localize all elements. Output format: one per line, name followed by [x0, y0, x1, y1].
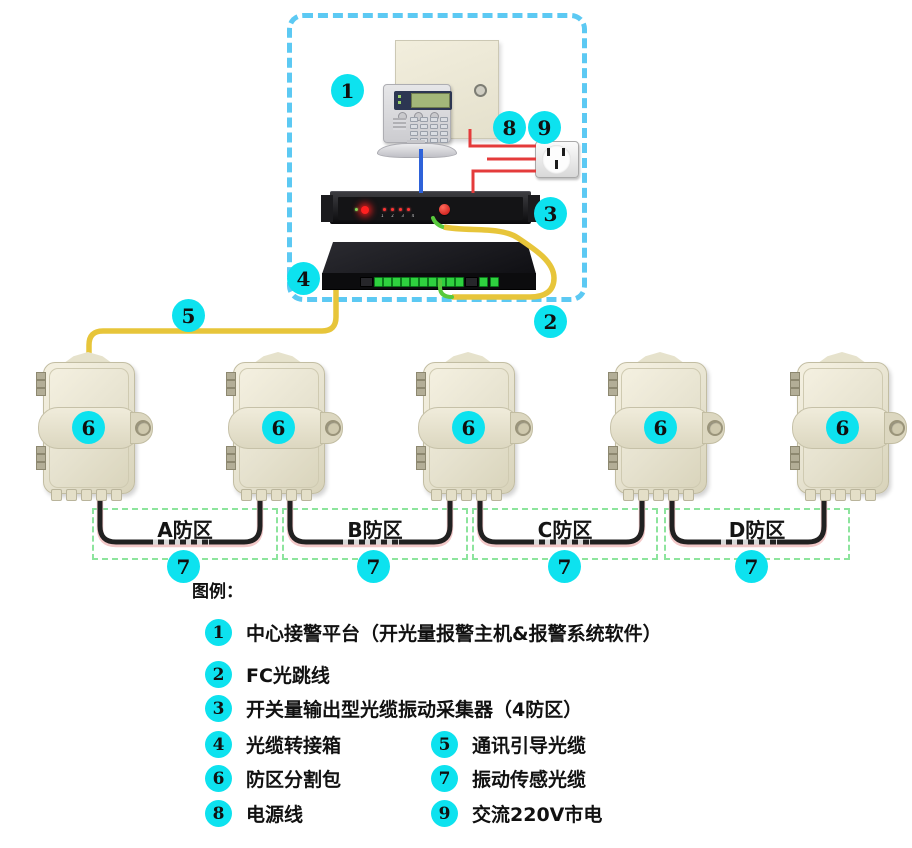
marker-2: 2: [534, 305, 567, 338]
marker-6: 6: [644, 411, 677, 444]
fc-adapter: [446, 277, 455, 287]
zone-led: [391, 208, 394, 211]
zone-led: [407, 208, 410, 211]
mount-screw-icon: [889, 420, 905, 436]
zone-c-label: C防区: [537, 518, 593, 542]
zone-d-label: D防区: [728, 518, 786, 542]
legend-marker-4: 4: [205, 731, 232, 758]
legend-marker-2: 2: [205, 661, 232, 688]
control-room-boundary: [287, 13, 587, 302]
marker-7: 7: [357, 550, 390, 583]
marker-8: 8: [493, 111, 526, 144]
fc-port-cap: [439, 204, 450, 215]
legend-item-3: 3 开关量输出型光缆振动采集器（4防区）: [205, 695, 582, 722]
fc-adapter: [479, 277, 488, 287]
fc-adapter: [383, 277, 392, 287]
fc-adapter: [419, 277, 428, 287]
legend-item-6: 6 防区分割包: [205, 765, 341, 792]
legend-item-7: 7 振动传感光缆: [431, 765, 586, 792]
marker-5: 5: [172, 299, 205, 332]
legend-marker-9: 9: [431, 800, 458, 827]
legend-item-4: 4 光缆转接箱: [205, 731, 341, 758]
fc-adapter: [410, 277, 419, 287]
fc-adapter: [490, 277, 499, 287]
marker-7: 7: [735, 550, 768, 583]
zone-a-label: A防区: [157, 518, 213, 542]
fc-adapter: [374, 277, 383, 287]
fiber-patch-box: [318, 242, 540, 292]
keypad-body: [383, 84, 452, 143]
vibration-collector-unit: 1 2 3 4: [321, 191, 540, 224]
marker-6: 6: [262, 411, 295, 444]
zone-splitter-box: 6: [779, 352, 907, 502]
outlet-slot: [562, 148, 565, 156]
legend-item-2: 2 FC光跳线: [205, 661, 330, 688]
marker-7: 7: [548, 550, 581, 583]
collector-front-panel: 1 2 3 4: [338, 197, 523, 220]
marker-4: 4: [287, 262, 320, 295]
outlet-face: [542, 145, 571, 174]
zone-splitter-box: 6: [597, 352, 725, 502]
zone-led: [383, 208, 386, 211]
legend-item-9: 9 交流220V市电: [431, 800, 602, 827]
keypad-stand-base: [377, 143, 457, 158]
adapter-module: [465, 277, 478, 287]
keypad-lcd-screen: [411, 93, 450, 108]
alarm-led: [361, 206, 369, 214]
fc-adapter: [428, 277, 437, 287]
legend-title: 图例：: [192, 582, 243, 602]
mount-screw-icon: [707, 420, 723, 436]
mount-screw-icon: [135, 420, 151, 436]
marker-3: 3: [534, 197, 567, 230]
zone-splitter-box: 6: [215, 352, 343, 502]
marker-6: 6: [72, 411, 105, 444]
fc-adapter: [437, 277, 446, 287]
zone-splitter-box: 6: [25, 352, 153, 502]
keypad-speaker-grille: [393, 118, 406, 130]
legend-marker-6: 6: [205, 765, 232, 792]
legend-item-5: 5 通讯引导光缆: [431, 731, 586, 758]
adapter-module: [360, 277, 373, 287]
zone-b-label: B防区: [347, 518, 403, 542]
patch-box-top-cover: [322, 242, 536, 274]
legend-marker-5: 5: [431, 731, 458, 758]
mount-screw-icon: [325, 420, 341, 436]
legend-item-1: 1 中心接警平台（开光量报警主机&报警系统软件）: [205, 619, 662, 646]
outlet-slot: [547, 148, 550, 156]
zone-led: [399, 208, 402, 211]
marker-6: 6: [826, 411, 859, 444]
power-led: [355, 208, 358, 211]
fc-adapter: [455, 277, 464, 287]
legend-marker-8: 8: [205, 800, 232, 827]
outlet-slot: [555, 160, 558, 169]
marker-9: 9: [528, 111, 561, 144]
zone-splitter-box: 6: [405, 352, 533, 502]
enclosure-lock-icon: [474, 84, 487, 97]
keypad-key-grid: [410, 117, 448, 143]
keypad-function-button: [414, 112, 423, 121]
marker-7: 7: [167, 550, 200, 583]
zone-led-labels: 1 2 3 4: [381, 214, 418, 219]
legend-item-8: 8 电源线: [205, 800, 303, 827]
alarm-keypad: [377, 82, 457, 158]
patch-box-front-panel: [322, 273, 536, 290]
legend-marker-7: 7: [431, 765, 458, 792]
mount-screw-icon: [515, 420, 531, 436]
legend-marker-1: 1: [205, 619, 232, 646]
keypad-lcd-strip: [394, 91, 452, 110]
fc-adapter: [401, 277, 410, 287]
fc-adapter: [392, 277, 401, 287]
marker-6: 6: [452, 411, 485, 444]
legend-marker-3: 3: [205, 695, 232, 722]
power-outlet: [535, 141, 579, 178]
marker-1: 1: [331, 74, 364, 107]
